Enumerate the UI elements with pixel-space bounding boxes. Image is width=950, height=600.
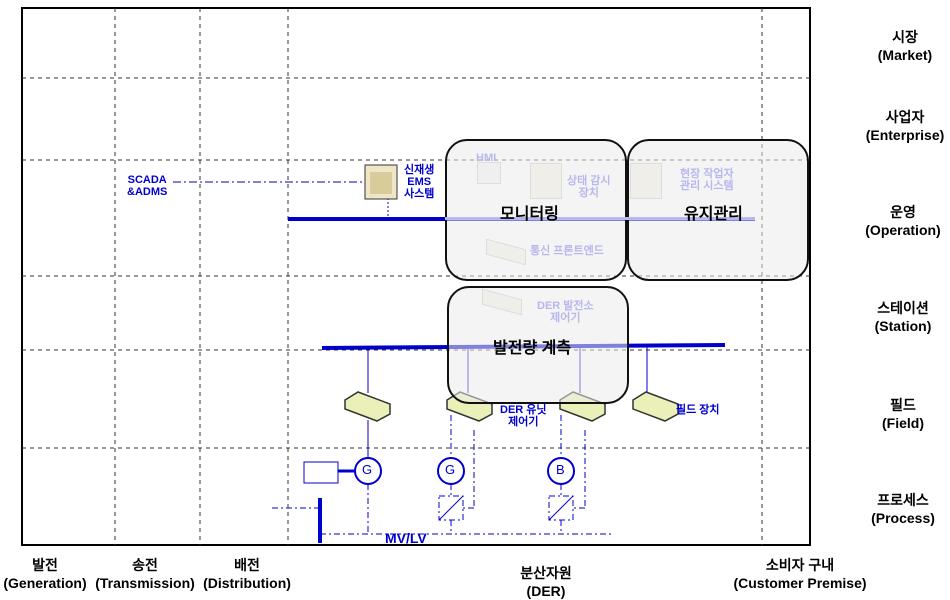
zone-maintenance xyxy=(627,139,809,281)
battery-symbol: B xyxy=(556,462,565,477)
row-label-process: 프로세스(Process) xyxy=(871,492,935,526)
monitoring-title: 모니터링 xyxy=(500,206,559,223)
maintenance-title: 유지관리 xyxy=(684,206,743,223)
col-label-transmission: 송전(Transmission) xyxy=(95,557,195,591)
row-label-market: 시장(Market) xyxy=(877,29,933,63)
generator-symbol-2: G xyxy=(445,462,456,477)
comm-frontend-label: 통신 프론트엔드 xyxy=(530,245,604,257)
row-label-station: 스테이션(Station) xyxy=(874,300,932,334)
field-device-icon-2 xyxy=(632,391,679,422)
field-device-icon-1 xyxy=(344,391,391,422)
zone-monitoring xyxy=(445,139,627,281)
col-label-generation: 발전(Generation) xyxy=(3,557,87,591)
col-label-der: 분산자원(DER) xyxy=(520,565,572,599)
col-label-customer-premise: 소비자 구내(Customer Premise) xyxy=(733,557,867,591)
col-label-distribution: 배전(Distribution) xyxy=(203,557,291,591)
field-device-label: 필드 장치 xyxy=(676,404,720,416)
hmi-label: HMI xyxy=(476,152,497,164)
scada-adms-label: SCADA&ADMS xyxy=(127,174,168,198)
row-label-field: 필드(Field) xyxy=(882,397,924,431)
row-label-enterprise: 사업자(Enterprise) xyxy=(865,109,945,143)
row-label-operation: 운영(Operation) xyxy=(865,204,941,238)
metering-title: 발전량 계측 xyxy=(493,340,572,357)
mvlv-label: MV/LV xyxy=(385,530,427,546)
server-icon-ems xyxy=(364,164,398,200)
zone-metering xyxy=(447,286,629,404)
generator-symbol-1: G xyxy=(362,462,373,477)
